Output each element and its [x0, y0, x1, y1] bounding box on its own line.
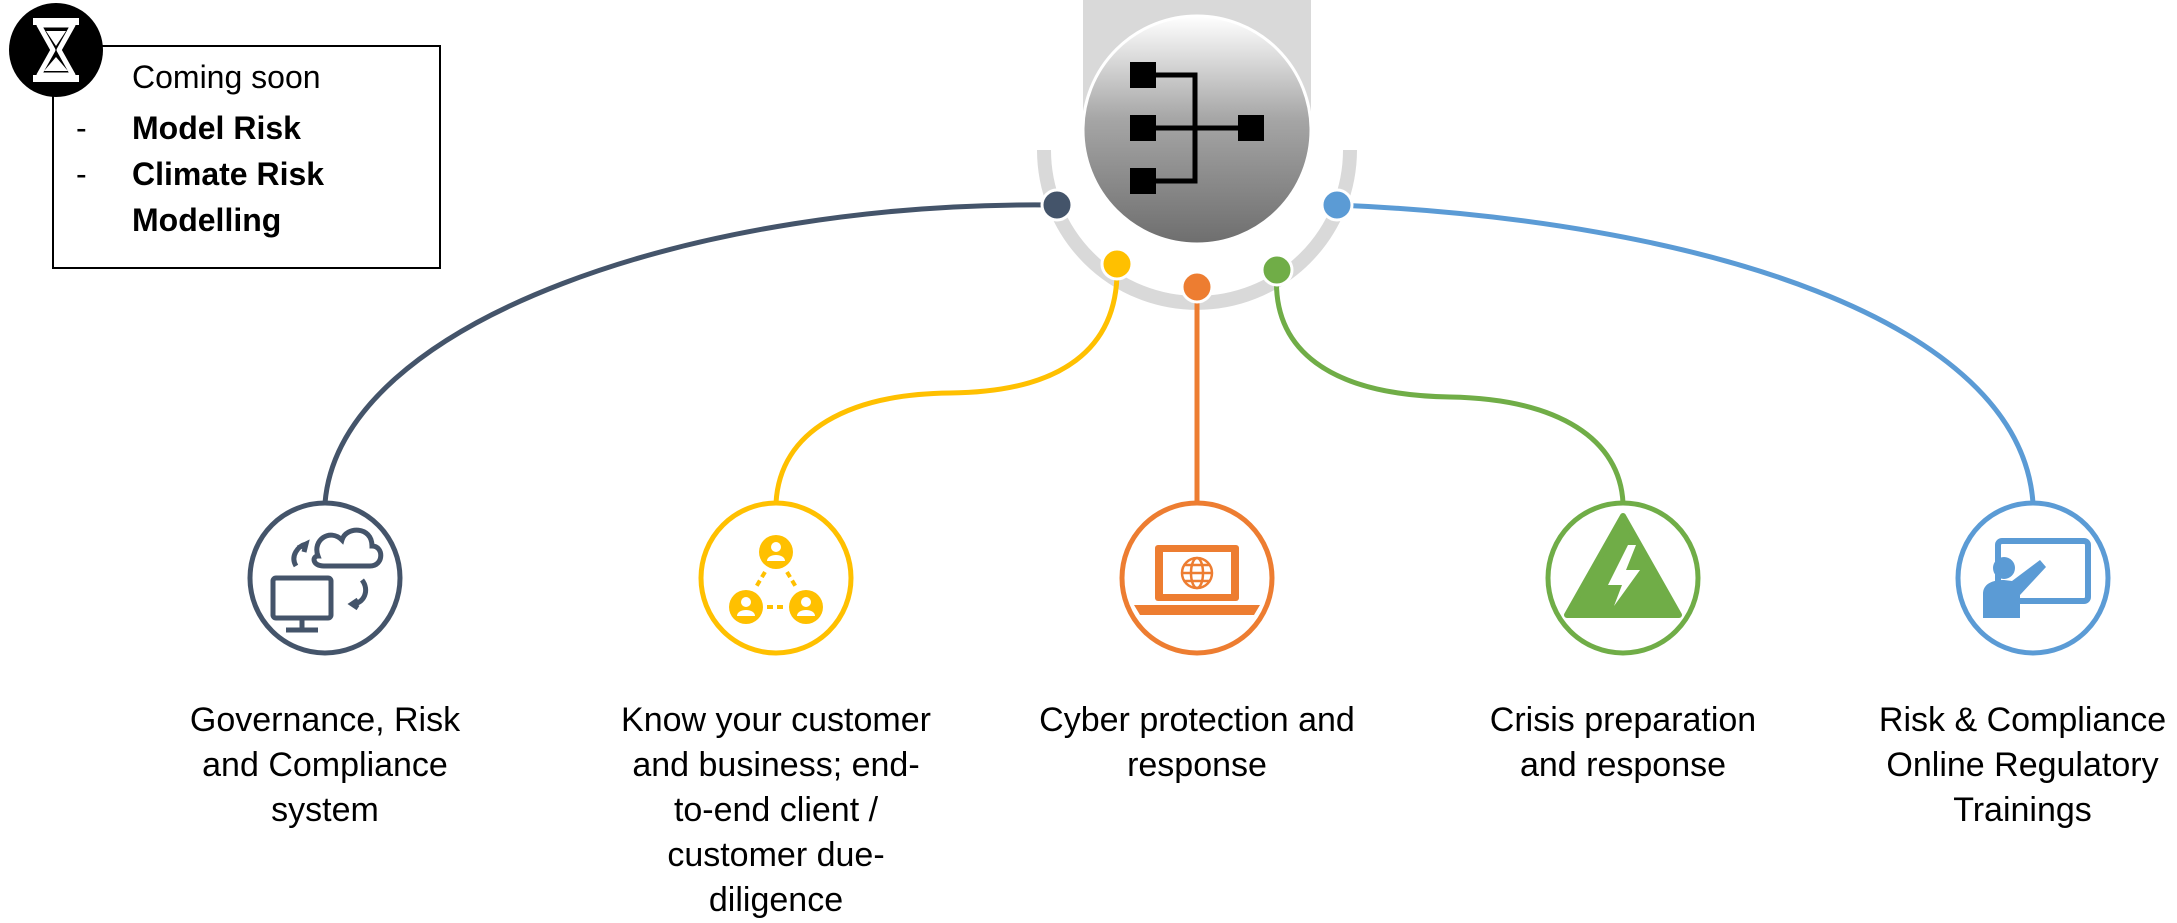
- connector-governance: [322, 202, 1058, 504]
- hourglass-icon: [9, 3, 103, 97]
- dot-crisis: [1260, 253, 1294, 287]
- dot-training: [1320, 188, 1354, 222]
- label-line: Know your customer: [621, 701, 931, 739]
- high-voltage-warning-icon: [1564, 513, 1682, 618]
- computer-cloud-sync-icon: [270, 527, 384, 633]
- label-line: and response: [1519, 746, 1727, 784]
- coming-soon-box: Coming soon - Model Risk - Climate Risk …: [52, 45, 441, 269]
- label-crisis: Crisis preparation and response: [1458, 698, 1788, 788]
- label-training: Risk & Compliance Online Regulatory Trai…: [1868, 698, 2177, 833]
- label-line: and business; end-: [632, 746, 920, 784]
- list-item-text: Modelling: [132, 202, 282, 238]
- label-line: Online Regulatory: [1886, 746, 2159, 784]
- list-item: - Model Risk: [54, 105, 324, 151]
- circle-kyc: [698, 500, 854, 656]
- label-line: Risk & Compliance: [1878, 701, 2167, 739]
- list-item: - Climate Risk: [54, 151, 324, 197]
- label-cyber: Cyber protection and response: [1027, 698, 1367, 788]
- label-line: Governance, Risk: [189, 701, 461, 739]
- label-kyc: Know your customer and business; end- to…: [611, 698, 941, 923]
- label-line: response: [1127, 746, 1267, 784]
- dot-kyc: [1100, 247, 1134, 281]
- connector-kyc: [773, 263, 1120, 504]
- presenter-board-icon: [1983, 538, 2091, 618]
- label-line: Trainings: [1953, 791, 2092, 829]
- label-line: customer due-: [667, 836, 885, 874]
- label-line: to-end client /: [673, 791, 879, 829]
- label-governance: Governance, Risk and Compliance system: [160, 698, 490, 833]
- list-item: Modelling: [54, 197, 324, 243]
- list-item-text: Climate Risk: [132, 156, 325, 192]
- list-dash: -: [76, 110, 87, 146]
- list-item-text: Model Risk: [132, 110, 301, 146]
- dot-cyber: [1180, 270, 1214, 304]
- label-line: diligence: [708, 881, 844, 919]
- laptop-globe-icon: [1134, 545, 1260, 615]
- label-line: system: [271, 791, 379, 829]
- dot-governance: [1040, 188, 1074, 222]
- connector-crisis: [1273, 269, 1626, 504]
- label-line: Cyber protection and: [1039, 701, 1355, 739]
- customer-network-icon: [729, 535, 823, 624]
- hierarchy-icon: [1130, 62, 1264, 194]
- list-dash: -: [76, 156, 87, 192]
- coming-soon-title: Coming soon: [132, 59, 321, 95]
- connector-training: [1336, 202, 2036, 504]
- label-line: Crisis preparation: [1489, 701, 1757, 739]
- coming-soon-list: - Model Risk - Climate Risk Modelling: [54, 105, 324, 243]
- label-line: and Compliance: [202, 746, 448, 784]
